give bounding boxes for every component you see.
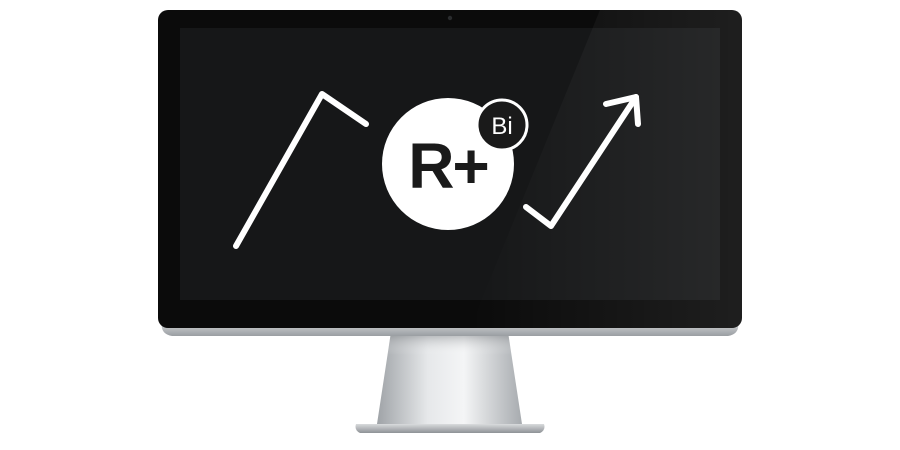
trend-up-arrow-icon bbox=[523, 94, 641, 229]
logo-badge bbox=[475, 98, 529, 152]
camera-dot bbox=[447, 15, 453, 21]
peak-line-icon bbox=[233, 91, 369, 249]
screen-glare bbox=[470, 10, 742, 328]
logo-badge-text: Bi bbox=[491, 113, 512, 140]
logo-main-text: R+ bbox=[408, 130, 488, 202]
stand-base bbox=[355, 424, 545, 433]
